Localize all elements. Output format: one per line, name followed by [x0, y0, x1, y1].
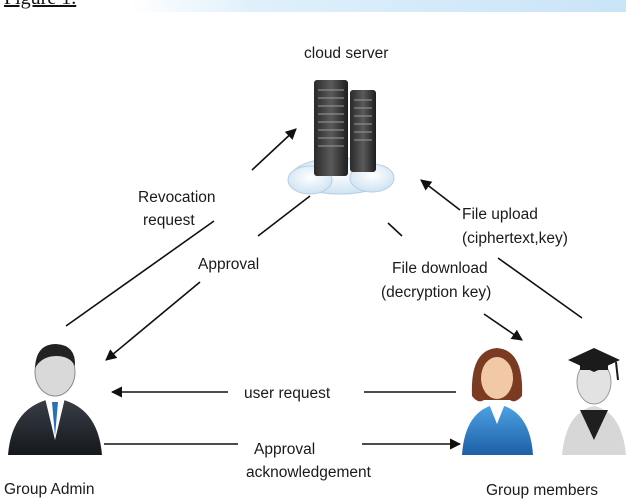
file-upload-label-line1: File upload [462, 206, 538, 223]
revocation-arrow-head [251, 128, 297, 171]
file-upload-arrow-tail [497, 257, 583, 319]
revocation-label-line1: Revocation [138, 189, 216, 206]
file-upload-label-line2: (ciphertext,key) [462, 230, 568, 247]
group-admin-icon [8, 344, 102, 455]
approval-arrow-tail [257, 195, 311, 237]
user-request-label: user request [244, 385, 331, 402]
revocation-arrow-line [65, 220, 215, 327]
revocation-label-line2: request [143, 212, 195, 229]
file-upload-arrow-head [420, 179, 461, 211]
cloud-server-label: cloud server [304, 45, 389, 62]
header-gradient [130, 0, 626, 12]
group-member-woman-icon [462, 348, 533, 455]
file-download-label-line1: File download [392, 260, 488, 277]
file-download-arrow-head [483, 313, 523, 341]
group-member-graduate-icon [562, 348, 626, 455]
file-download-label-line2: (decryption key) [381, 284, 492, 301]
approval-arrow-head [105, 281, 201, 361]
cloud-server-icon [287, 80, 395, 195]
group-admin-label: Group Admin [4, 481, 95, 498]
figure-label: Figure 1. [4, 0, 76, 10]
approval-ack-label-line2: acknowledgement [246, 464, 371, 481]
approval-label: Approval [198, 256, 260, 273]
file-download-arrow-tail [387, 222, 403, 237]
header-band: Figure 1. [0, 0, 626, 12]
approval-ack-label-line1: Approval [254, 441, 316, 458]
group-members-label: Group members [486, 482, 598, 499]
